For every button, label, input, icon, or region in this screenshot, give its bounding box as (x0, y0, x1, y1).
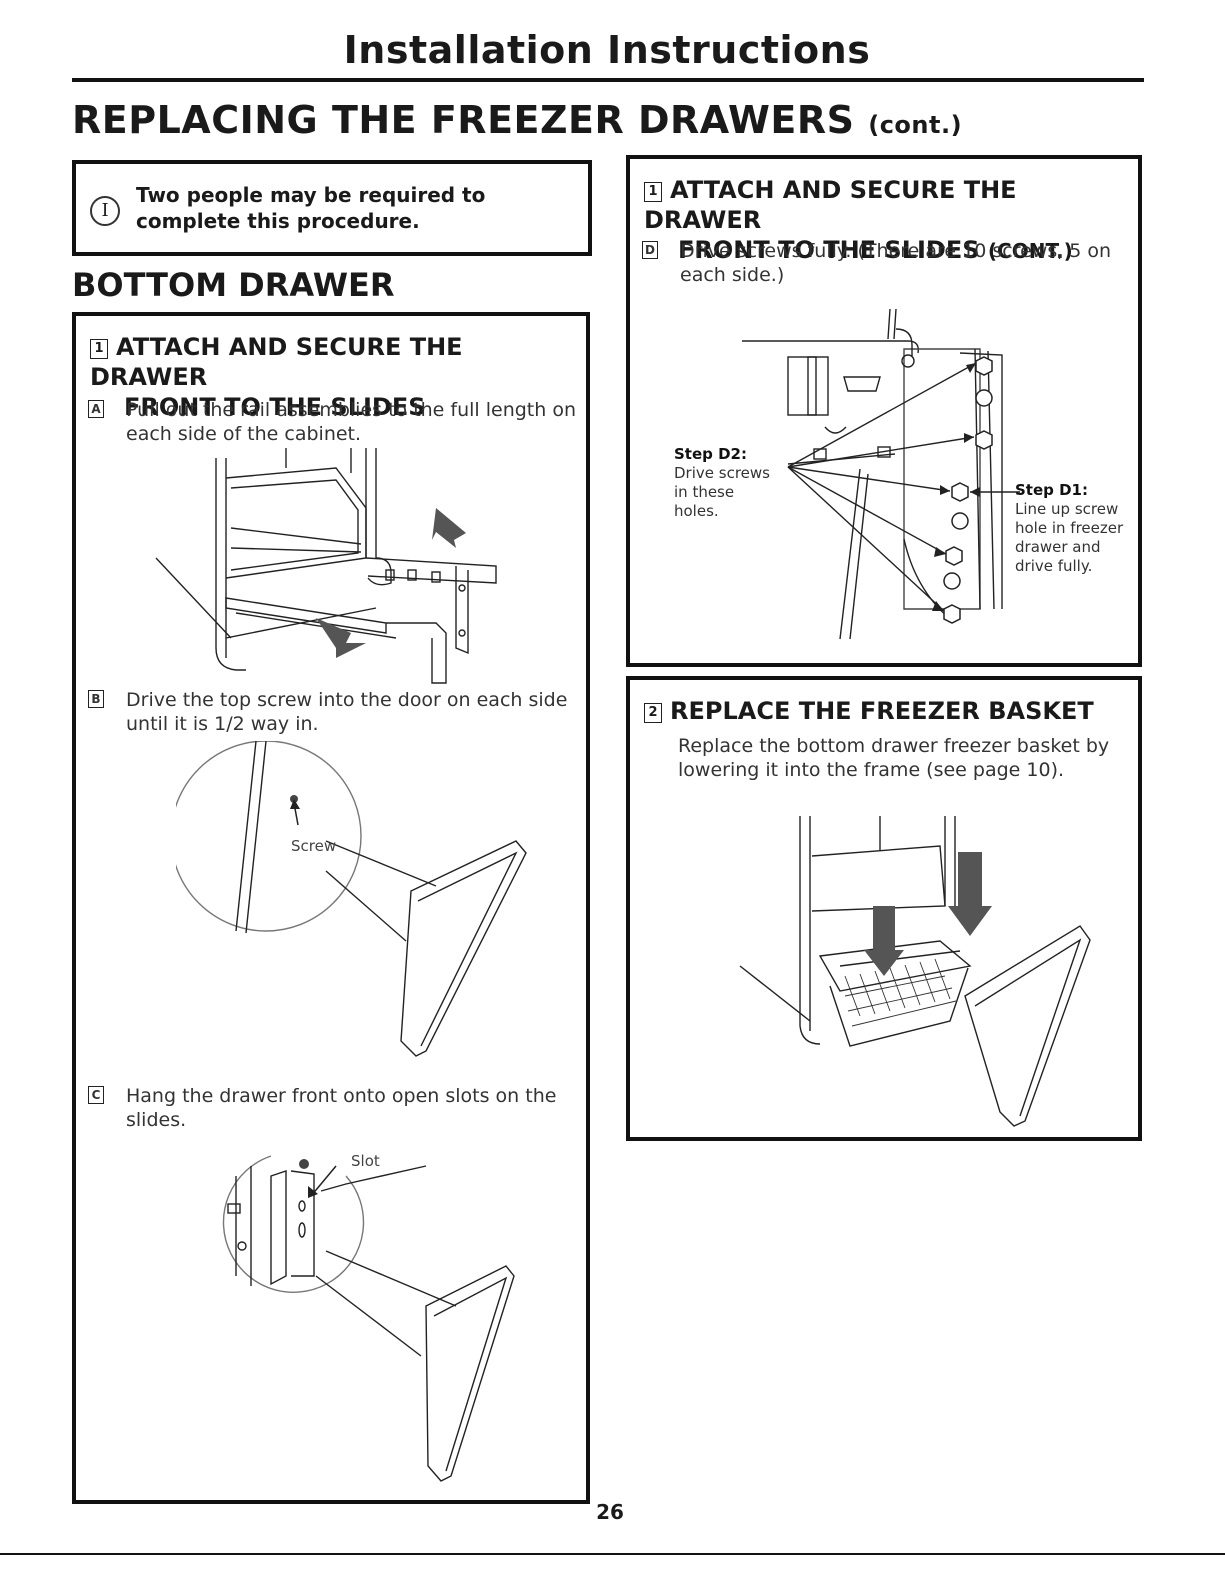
callout-d1-title: Step D1: (1015, 481, 1088, 499)
step-number-box: 1 (644, 182, 662, 202)
substep-c: C Hang the drawer front onto open slots … (88, 1084, 578, 1132)
section-title: BOTTOM DRAWER (72, 266, 395, 304)
note-box: I Two people may be required to complete… (72, 160, 592, 256)
main-title-text: REPLACING THE FREEZER DRAWERS (72, 98, 855, 142)
slot-label: Slot (351, 1152, 380, 1170)
step1-title-line2: FRONT TO THE SLIDES (124, 393, 426, 421)
step1-cont-title-line1: ATTACH AND SECURE THE DRAWER (644, 176, 1017, 234)
substep-d-text: Drive screws fully. (There are 10 screws… (680, 240, 1112, 286)
illustration-slot: Slot (222, 1152, 515, 1482)
substep-a: A Pull out the rail assemblies to the fu… (88, 398, 578, 446)
callout-d1-text: Line up screw hole in freezer drawer and… (1015, 500, 1124, 575)
header-rule (72, 78, 1144, 82)
page-number: 26 (596, 1500, 624, 1524)
step-number-box: 1 (90, 339, 108, 359)
step2-title: 2 REPLACE THE FREEZER BASKET (644, 696, 1094, 726)
illustration-rails (155, 448, 497, 684)
screw-label: Screw (291, 837, 336, 855)
right-panel-step2: 2 REPLACE THE FREEZER BASKET Replace the … (626, 676, 1142, 1141)
substep-c-text: Hang the drawer front onto open slots on… (126, 1085, 557, 1131)
step1-cont-title-line2: FRONT TO THE SLIDES (678, 236, 980, 264)
callout-d1: Step D1: Line up screw hole in freezer d… (1015, 481, 1125, 576)
main-title-suffix: (cont.) (868, 111, 963, 139)
step1-cont-title-suffix: (CONT.) (987, 239, 1073, 263)
substep-d: D Drive screws fully. (There are 10 scre… (642, 239, 1122, 287)
substep-letter-box: D (642, 241, 658, 259)
callout-d2-title: Step D2: (674, 445, 747, 463)
step1-title-line1: ATTACH AND SECURE THE DRAWER (90, 333, 463, 391)
substep-letter-box: C (88, 1086, 104, 1104)
step-number-box: 2 (644, 703, 662, 723)
bottom-rule (0, 1553, 1225, 1555)
page-header: Installation Instructions (343, 28, 871, 72)
substep-a-text: Pull out the rail assemblies to the full… (126, 399, 577, 445)
step2-text: Replace the bottom drawer freezer basket… (678, 735, 1110, 781)
illustration-basket (739, 816, 1091, 1127)
step2-title-text: REPLACE THE FREEZER BASKET (670, 697, 1094, 725)
substep-b-text: Drive the top screw into the door on eac… (126, 689, 568, 735)
info-icon: I (90, 196, 120, 226)
note-text: Two people may be required to complete t… (136, 183, 486, 233)
illustration-screw: Screw (176, 741, 527, 1057)
callout-d2: Step D2: Drive screws in these holes. (674, 445, 774, 521)
substep-letter-box: B (88, 690, 104, 708)
illustration-screw-holes (742, 309, 1020, 640)
callout-d2-text: Drive screws in these holes. (674, 464, 770, 520)
substep-b: B Drive the top screw into the door on e… (88, 688, 578, 736)
main-title: REPLACING THE FREEZER DRAWERS (cont.) (72, 98, 962, 142)
substep-letter-box: A (88, 400, 104, 418)
